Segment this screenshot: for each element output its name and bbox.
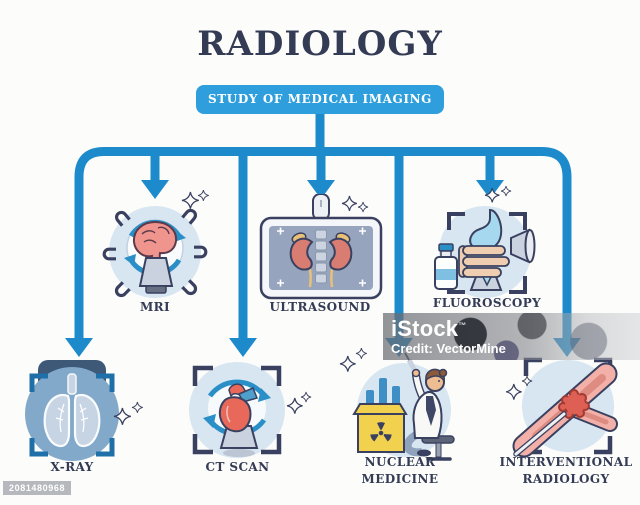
sparkle-icon bbox=[500, 186, 512, 197]
xray-lungs-icon bbox=[25, 360, 144, 461]
subtitle-box: STUDY OF MEDICAL IMAGING bbox=[196, 85, 444, 114]
connector-lines bbox=[74, 101, 572, 345]
label-fluoroscopy: FLUOROSCOPY bbox=[432, 296, 542, 310]
trademark-mark: ™ bbox=[458, 320, 467, 330]
label-interventional-radiology: INTERVENTIONAL RADIOLOGY bbox=[499, 455, 633, 487]
fluoroscopy-digestive-tract-icon bbox=[434, 186, 536, 298]
label-ultrasound: ULTRASOUND bbox=[269, 300, 371, 314]
sparkle-icon bbox=[300, 391, 312, 403]
sparkle-icon bbox=[131, 401, 144, 414]
label-mri: MRI bbox=[139, 300, 171, 314]
sparkle-icon bbox=[484, 187, 500, 203]
page-title: RADIOLOGY bbox=[197, 24, 443, 64]
sparkle-icon bbox=[339, 355, 357, 373]
istock-logo: iStock™ bbox=[391, 316, 467, 341]
frame-corners bbox=[192, 365, 282, 455]
clot bbox=[558, 389, 590, 419]
sparkle-icon bbox=[181, 191, 200, 210]
screen-plus-marks bbox=[277, 227, 366, 287]
image-id-watermark: 2081480968 bbox=[3, 481, 72, 495]
credit-text: Credit: VectorMine bbox=[391, 341, 506, 356]
nuclear-medicine-doctor-icon bbox=[339, 348, 455, 461]
sparkle-icon bbox=[355, 348, 368, 360]
sparkle-icon bbox=[506, 383, 523, 401]
interventional-vessel-catheter-icon bbox=[506, 357, 618, 458]
mri-brain-magnets-icon bbox=[102, 190, 210, 300]
sparkle-icon bbox=[341, 195, 358, 212]
ultrasound-kidneys-monitor-icon bbox=[259, 194, 383, 300]
label-xray: X-RAY bbox=[50, 460, 94, 474]
label-nuclear-medicine: NUCLEAR MEDICINE bbox=[361, 455, 439, 487]
sparkle-icon bbox=[197, 190, 210, 202]
ct-scan-heart-icon bbox=[189, 362, 312, 458]
istock-watermark: iStock™ Credit: VectorMine bbox=[383, 313, 640, 360]
radiation-symbol bbox=[370, 422, 392, 442]
frame-corners bbox=[29, 373, 115, 457]
label-ct-scan: CT SCAN bbox=[205, 460, 270, 474]
sparkle-icon bbox=[357, 201, 369, 213]
sparkle-icon bbox=[286, 397, 304, 415]
bronchi-lines bbox=[55, 403, 89, 433]
